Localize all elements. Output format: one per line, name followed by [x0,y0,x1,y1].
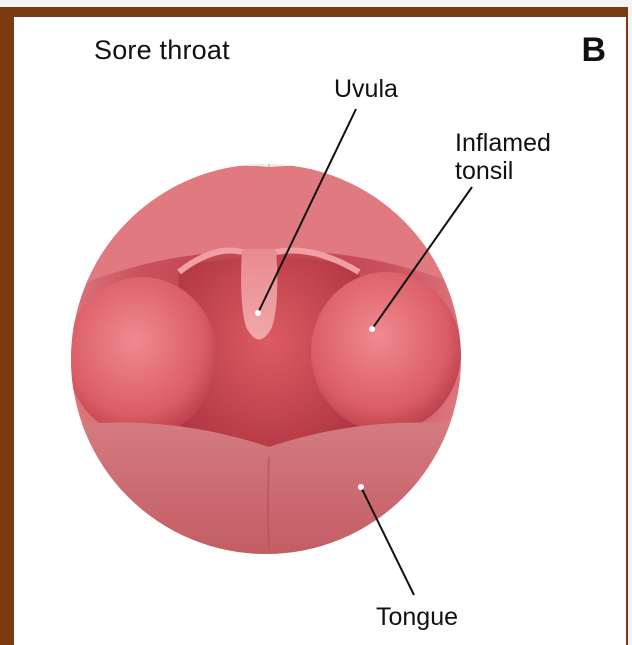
tongue-pointer [358,484,364,490]
inflamed-tonsil-label: Inflamed tonsil [455,129,551,185]
uvula-label: Uvula [334,75,398,103]
tongue-label: Tongue [376,603,458,631]
panel-letter: B [581,31,606,70]
uvula-pointer [255,310,261,316]
uvula-shape [241,249,277,340]
tonsil-pointer [369,326,375,332]
figure-card: Sore throat B Uvula Inflamed tonsil Tong… [0,7,628,645]
left-tonsil [67,277,217,437]
right-tonsil [311,272,461,432]
throat-illustration [14,17,626,645]
figure-title: Sore throat [94,35,230,66]
figure-panel: Sore throat B Uvula Inflamed tonsil Tong… [14,17,626,645]
